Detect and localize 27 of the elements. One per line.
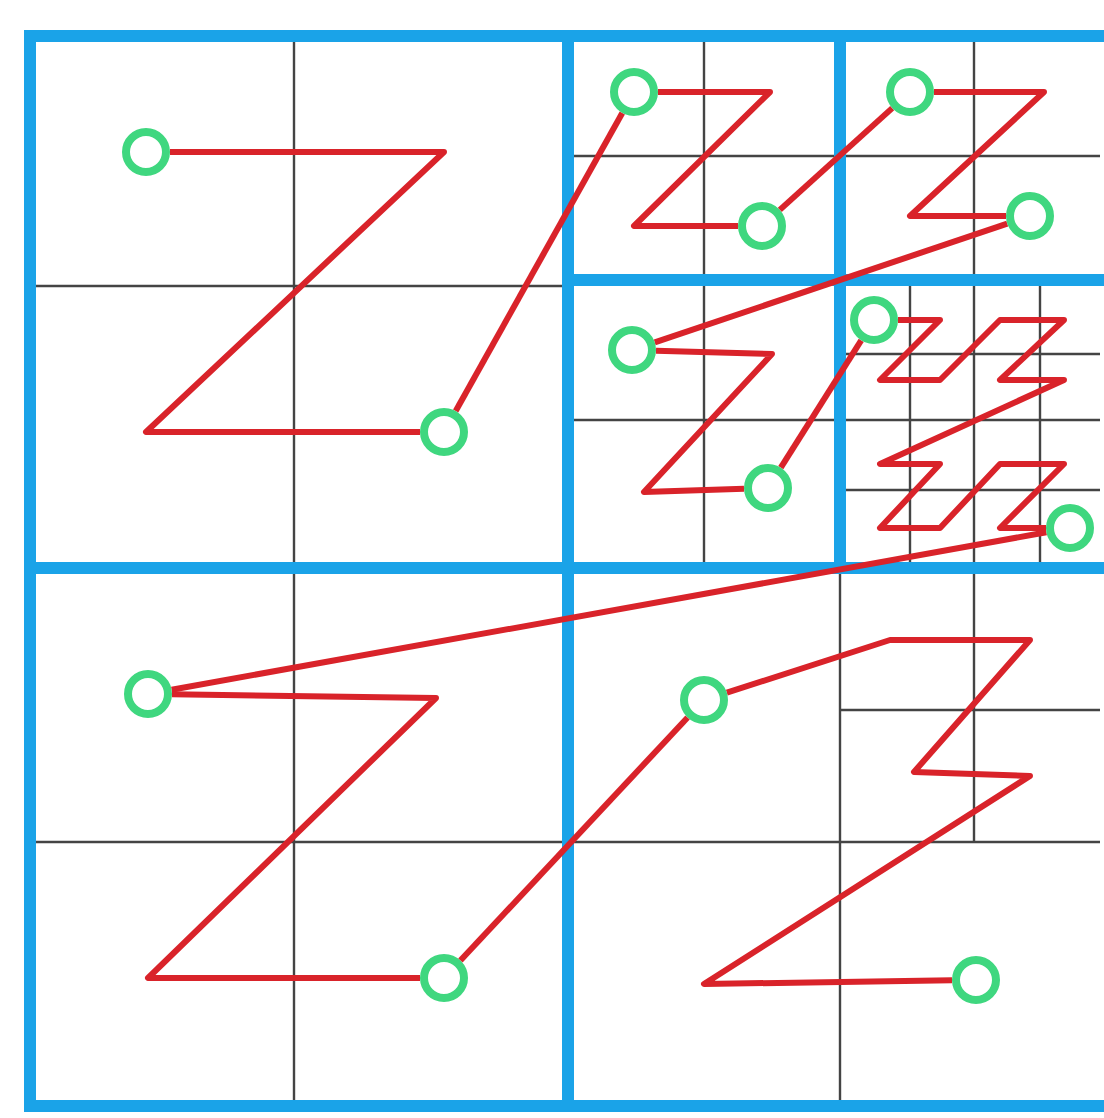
curve-segment	[877, 317, 1067, 531]
curve-segment	[458, 715, 690, 963]
marker-circle	[608, 326, 656, 374]
marker-circle	[850, 296, 898, 344]
curve-segment	[778, 338, 864, 470]
curve-segment	[777, 105, 895, 213]
curve-segment	[453, 111, 625, 413]
curve-segment	[171, 529, 1047, 693]
marker-circle	[886, 68, 934, 116]
marker-circle	[680, 676, 728, 724]
curve-segment	[641, 347, 775, 495]
marker-circle	[420, 954, 468, 1002]
curve-segment	[907, 89, 1047, 219]
marker-circle	[420, 408, 468, 456]
curve-segment	[631, 89, 773, 229]
marker-circle	[1006, 192, 1054, 240]
curve-segment	[701, 637, 1033, 987]
marker-circle	[952, 956, 1000, 1004]
curve-segment	[143, 149, 447, 435]
marker-circle	[610, 68, 658, 116]
curve-segment	[653, 220, 1009, 346]
marker-circle	[744, 464, 792, 512]
marker-circle	[738, 202, 786, 250]
marker-circle	[1046, 504, 1094, 552]
marker-circle	[122, 128, 170, 176]
marker-circle	[124, 670, 172, 718]
curve-segment	[145, 691, 439, 981]
